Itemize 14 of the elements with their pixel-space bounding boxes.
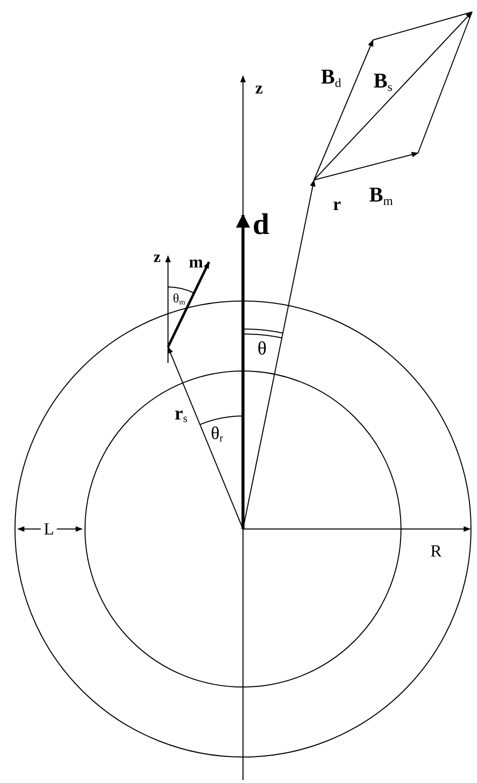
vector-label: z [255, 80, 263, 96]
vector-label: z [153, 250, 161, 266]
vector-label: θ [257, 340, 267, 358]
vector-label: θ$_{m}$ [172, 292, 186, 306]
dimension-label: L [40, 520, 58, 538]
vector-label: d [252, 210, 270, 240]
vector-label: B$_{d}$ [320, 66, 342, 90]
vector-label: B$_{s}$ [374, 70, 392, 94]
vector-label: B$_{m}$ [369, 184, 393, 208]
dimension-label: R [430, 542, 442, 560]
vector-label: r$_{s}$ [174, 404, 188, 426]
vector-label: r [333, 195, 341, 213]
vector-label: m [188, 254, 204, 270]
vector-label: θ$_{r}$ [210, 424, 224, 444]
